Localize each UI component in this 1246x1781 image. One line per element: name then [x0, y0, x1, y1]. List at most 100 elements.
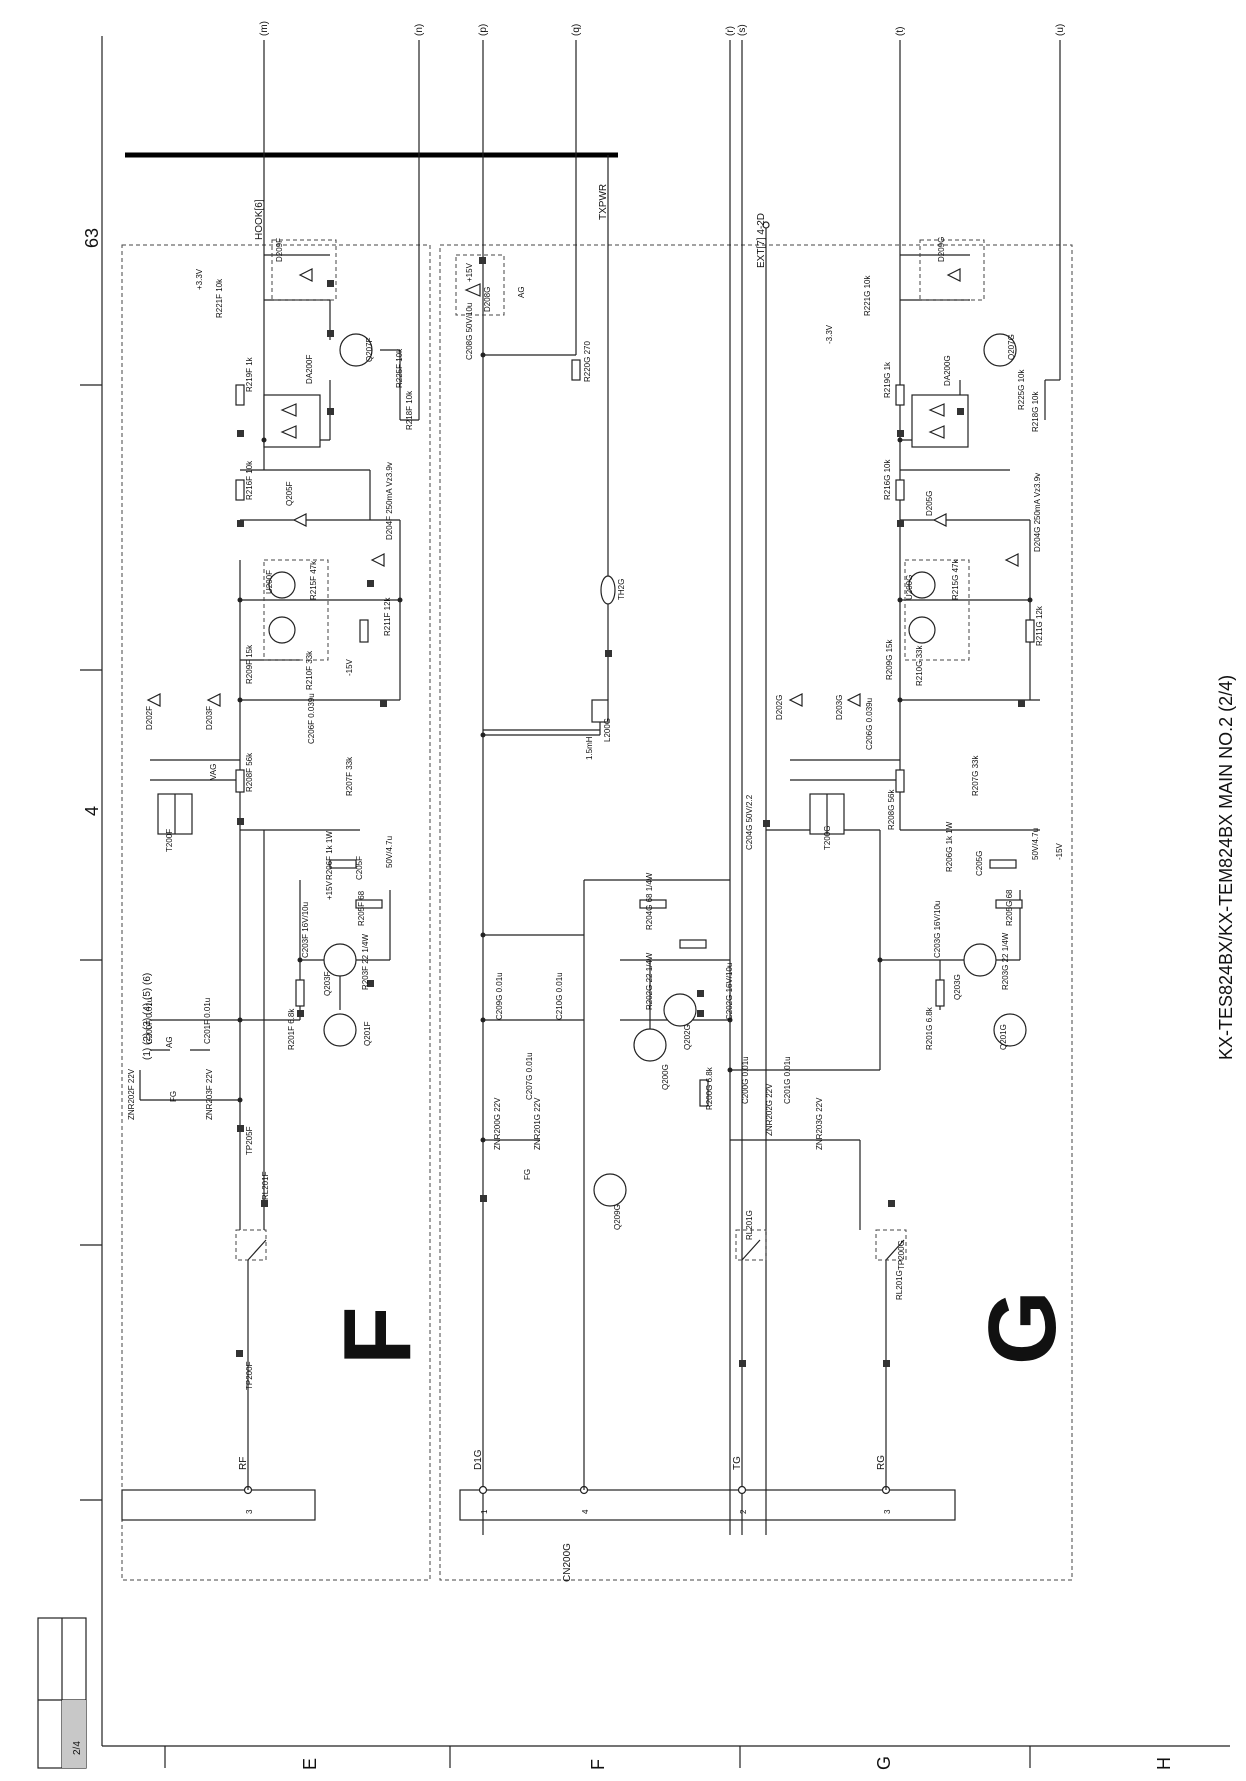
section-f-component-label: RL201F — [261, 1171, 270, 1200]
test-point — [897, 430, 904, 437]
net-letter: (p) — [478, 24, 489, 36]
relay-rl201f — [235, 1229, 267, 1261]
zener-d204f — [370, 553, 385, 567]
section-g-component-label: ZNR201G 22V — [533, 1097, 542, 1150]
diode-array-da200f — [263, 394, 321, 448]
pin-number: 1 — [480, 1509, 489, 1514]
connector-rf-body — [121, 1489, 316, 1521]
section-g-component-label: R216G 10k — [883, 459, 892, 500]
thermistor-th2g — [600, 575, 616, 605]
diode-array-da200g — [911, 394, 969, 448]
section-f-component-label: +15V — [325, 880, 334, 900]
section-g-component-label: D202G — [775, 695, 784, 720]
section-g-component-label: C207G 0.01u — [525, 1052, 534, 1100]
section-g-component-label: D208G — [483, 287, 492, 312]
section-g-component-label: RL201G — [745, 1210, 754, 1240]
section-g-component-label: R208G 56k — [887, 789, 896, 830]
section-g-box — [439, 244, 1073, 1581]
net-letters: (m) (n) (p) (q) (r) (s) (t) (u) — [259, 21, 1066, 36]
diode-d202f — [146, 693, 161, 707]
test-point — [888, 1200, 895, 1207]
pin-number: 3 — [245, 1509, 254, 1514]
junction-dot — [480, 1017, 486, 1023]
test-point — [697, 1010, 704, 1017]
section-f-component-label: R208F 56k — [245, 752, 254, 792]
connector-pin-tg — [737, 1485, 747, 1495]
resistor-r202g — [679, 939, 707, 949]
diode-symbol — [280, 425, 297, 439]
test-point — [237, 430, 244, 437]
resistor-r219g — [895, 384, 905, 406]
section-g-component-label: R218G 10k — [1031, 391, 1040, 432]
section-g-component-label: Q202G — [683, 1024, 692, 1050]
test-point — [327, 280, 334, 287]
junction-dot — [480, 1137, 486, 1143]
section-f-circuit — [139, 239, 403, 1490]
connector-cn200g-body — [459, 1489, 956, 1521]
relay-contact — [741, 1239, 761, 1261]
transistor-q201g — [993, 1013, 1027, 1047]
section-g-component-label: R207G 33k — [971, 755, 980, 796]
section-g-component-label: R220G 270 — [583, 341, 592, 382]
section-g-component-label: R206G 1k 1W — [945, 821, 954, 872]
section-f-component-label: R205F 68 — [357, 890, 366, 926]
section-f-component-label: TP205F — [245, 1126, 254, 1155]
section-g-component-label: R201G 6.8k — [925, 1006, 934, 1050]
net-label-hook: HOOK[6] — [254, 199, 265, 240]
section-g-component-label: C202G 16V/10u — [725, 963, 734, 1020]
junction-dot — [237, 597, 243, 603]
net-label-d1g: D1G — [473, 1449, 484, 1470]
net-label-rg: RG — [876, 1455, 887, 1470]
junction-dot — [1027, 597, 1033, 603]
section-f-component-label: ZNR202F 22V — [127, 1068, 136, 1120]
resistor-r219f — [235, 384, 245, 406]
zone-number: 63 — [82, 228, 102, 248]
resistor-r205f — [355, 899, 383, 909]
junction-dot — [897, 697, 903, 703]
diode-d205g — [932, 513, 947, 527]
section-f-component-label: R209F 15k — [245, 644, 254, 684]
transistor-q207f — [339, 333, 373, 367]
section-f-component-label: R221F 10k — [215, 278, 224, 318]
section-f-component-label: R210F 33k — [305, 650, 314, 690]
diode-d203f — [206, 693, 221, 707]
section-f-component-label: T200F — [165, 829, 174, 852]
section-f-component-label: D203F — [205, 706, 214, 730]
section-f-component-label: R207F 33k — [345, 756, 354, 796]
section-f-component-label: Q201F — [363, 1021, 372, 1046]
test-point — [739, 1360, 746, 1367]
section-f-component-label: FG — [169, 1091, 178, 1102]
relay-rl201g-a — [735, 1229, 767, 1261]
section-f-component-label: C201F 0.01u — [203, 998, 212, 1044]
transistor-symbol — [908, 571, 936, 599]
test-point — [897, 520, 904, 527]
section-g-component-label: C203G 16V/10u — [933, 901, 942, 958]
section-g-component-label: C206G 0.039u — [865, 698, 874, 750]
diode-symbol — [928, 403, 945, 417]
section-f-component-label: D209F — [275, 238, 284, 262]
section-g-component-label: R211G 12k — [1035, 605, 1044, 646]
junction-dot — [727, 1017, 733, 1023]
section-g-component-label: +15V — [465, 262, 474, 282]
page-label: 2/4 — [72, 1741, 83, 1755]
resistor-r211f — [359, 619, 369, 643]
section-g-component-label: L200G — [603, 718, 612, 742]
section-g-component-label: R202G 22 1/4W — [645, 952, 654, 1010]
junction-dot — [397, 597, 403, 603]
section-f-component-label: VAG — [209, 764, 218, 780]
row-letter: E — [300, 1758, 320, 1770]
section-g-component-label: R215G 47k — [951, 559, 960, 600]
junction-dot — [897, 437, 903, 443]
test-point — [957, 408, 964, 415]
relay-rl201g-b — [875, 1229, 907, 1261]
switch-list-label: (1) (2) (3) (4) (5) (6) — [142, 973, 153, 1060]
section-g-label: G — [969, 1290, 1076, 1365]
section-g-component-label: Q209G — [613, 1204, 622, 1230]
transistor-q203g — [963, 943, 997, 977]
section-f-component-label: +3.3V — [195, 268, 204, 290]
net-label-txpwr: TXPWR — [598, 184, 609, 220]
section-g-component-label: FG — [523, 1169, 532, 1180]
junction-dot — [897, 597, 903, 603]
resistor-r208f — [235, 769, 245, 793]
section-g-component-label: TP200G — [897, 1240, 906, 1270]
